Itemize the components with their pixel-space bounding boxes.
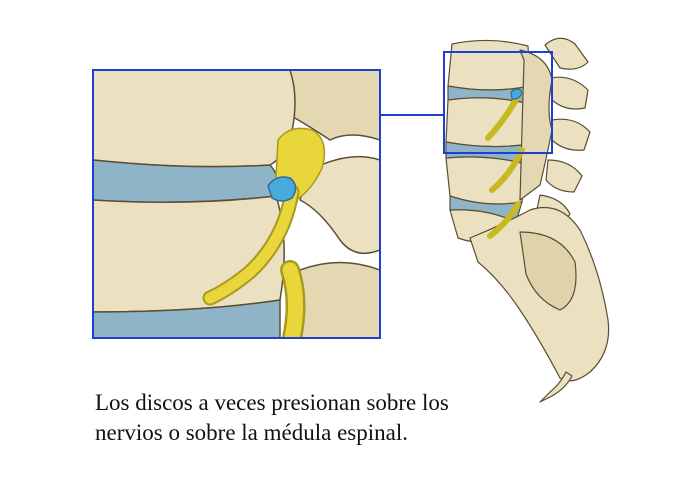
zoom-facet-middle	[299, 155, 380, 255]
spinous-process-2	[549, 76, 589, 110]
zoom-disc-lower	[93, 299, 281, 338]
zoom-disc-herniation	[267, 176, 297, 202]
lumbar-spine	[445, 37, 610, 403]
herniation-small	[510, 88, 523, 100]
zoom-vertebral-body-upper	[93, 70, 296, 168]
zoom-vertebral-body-lower	[93, 195, 285, 313]
caption: Los discos a veces presionan sobre los n…	[95, 388, 575, 448]
magnified-frame	[92, 69, 381, 339]
spinous-process-4	[545, 159, 583, 193]
nerve-root-3	[487, 201, 521, 239]
spinous-process-1	[544, 37, 589, 70]
zoom-intervertebral-disc	[93, 159, 279, 203]
vertebral-body-1	[447, 39, 531, 91]
nerve-root-2	[489, 147, 525, 193]
sacral-wing	[519, 231, 577, 311]
spinous-process-3	[551, 118, 591, 151]
highlight-box	[443, 51, 553, 154]
facet-joints	[519, 49, 553, 201]
zoom-facet-lower	[299, 261, 380, 338]
caption-line-2: nervios o sobre la médula espinal.	[95, 420, 408, 445]
caption-line-1: Los discos a veces presionan sobre los	[95, 390, 449, 415]
magnified-view	[93, 70, 380, 338]
coccyx	[539, 371, 573, 403]
